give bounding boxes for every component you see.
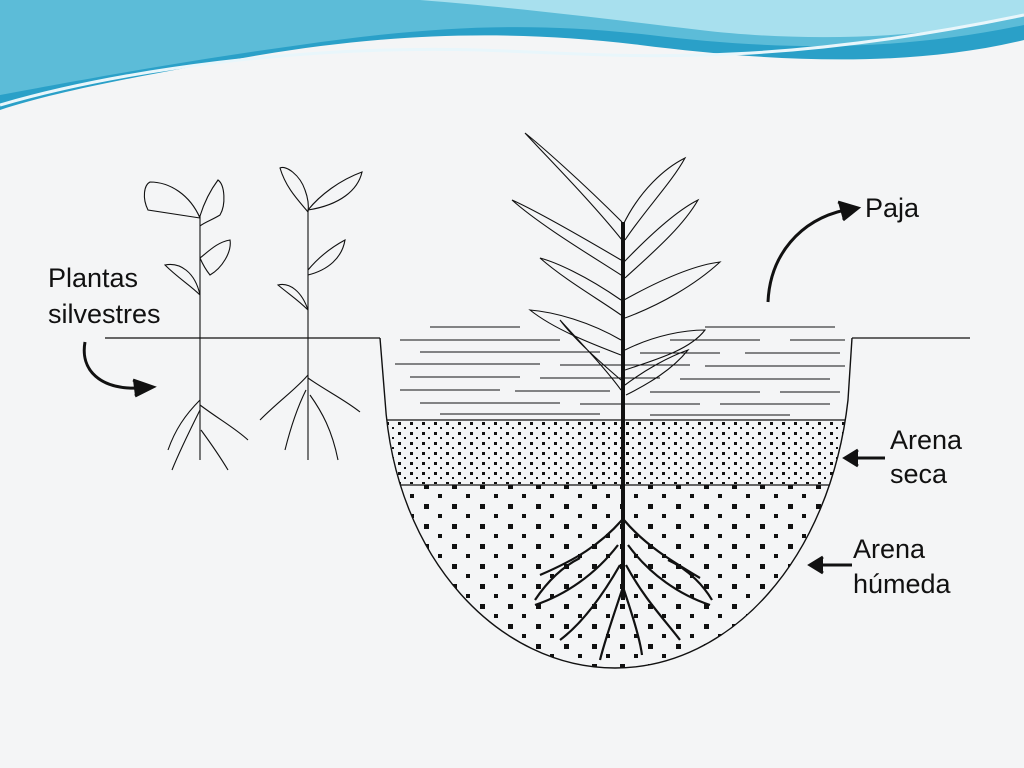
wild-plant-right <box>259 166 363 461</box>
main-plant <box>511 132 722 661</box>
arrow-paja <box>766 200 862 303</box>
label-plantas-silvestres-line1: Plantas <box>48 263 139 293</box>
label-arena-humeda-line1: Arena <box>853 534 926 564</box>
dry-sand-layer <box>380 420 852 484</box>
arrow-arena-humeda <box>807 555 852 575</box>
header-wave-decoration <box>0 0 1024 110</box>
label-plantas-silvestres-line2: silvestres <box>48 299 161 329</box>
label-arena-humeda-line2: húmeda <box>853 569 951 599</box>
straw-layer <box>395 326 845 416</box>
wild-plant-left <box>143 179 249 471</box>
label-paja: Paja <box>865 193 920 223</box>
label-arena-seca-line2: seca <box>890 459 948 489</box>
arrow-plantas <box>82 341 157 398</box>
arrows <box>82 200 885 575</box>
arrow-arena-seca <box>842 448 885 468</box>
label-arena-seca-line1: Arena <box>890 425 963 455</box>
wet-sand-layer <box>380 485 852 668</box>
